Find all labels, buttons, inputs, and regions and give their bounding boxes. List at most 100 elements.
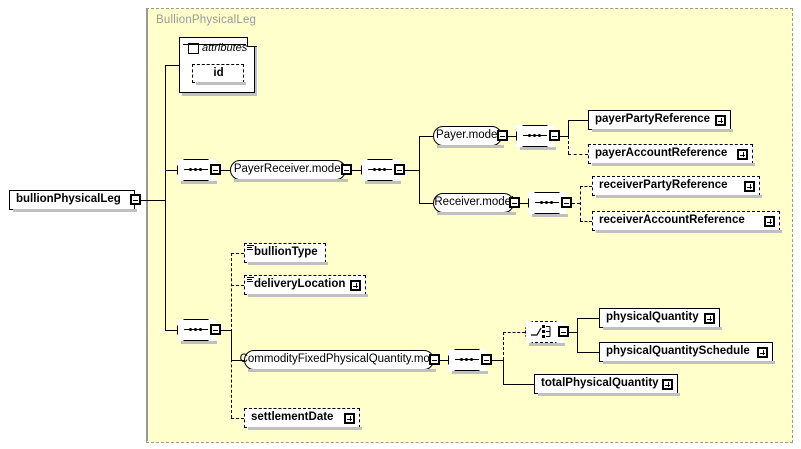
element-payerPartyReference[interactable]: payerPartyReference — [588, 110, 733, 132]
connector-seq-commodity-out — [492, 360, 503, 361]
model-group-label: CommodityFixedPhysicalQuantity.mo... — [239, 353, 440, 366]
attributes-group: attributes id — [179, 37, 255, 93]
compositor-sequence-payer[interactable] — [516, 125, 560, 150]
expand-plus-icon[interactable] — [350, 280, 361, 291]
connector-payer-to-seq — [508, 136, 516, 137]
element-label: receiverPartyReference — [599, 179, 728, 192]
connector-to-physicalQuantitySchedule — [577, 352, 599, 353]
expand-plus-icon[interactable] — [715, 115, 726, 126]
expand-plus-icon[interactable] — [662, 379, 673, 390]
root-collapse-toggle[interactable] — [130, 194, 141, 205]
root-element-bullionPhysicalLeg[interactable]: bullionPhysicalLeg — [9, 190, 141, 212]
connector-to-payerAccountReference — [568, 154, 588, 155]
compositor-shadow — [529, 343, 565, 346]
expand-plus-icon[interactable] — [757, 347, 768, 358]
box-shadow — [248, 294, 368, 297]
connector-receiver-children-split — [580, 186, 581, 221]
connector-to-totalPhysicalQuantity-stub — [503, 360, 504, 384]
connector-to-choice-stub — [503, 332, 504, 360]
sequence-receiver-toggle[interactable] — [561, 197, 572, 208]
model-group-CommodityFixedPhysicalQuantity[interactable]: CommodityFixedPhysicalQuantity.mo... — [240, 350, 440, 372]
element-label: settlementDate — [251, 411, 334, 424]
expand-plus-icon[interactable] — [704, 313, 715, 324]
Payer-model-toggle[interactable] — [497, 130, 508, 141]
connector-choice-children-split — [577, 318, 578, 352]
box-shadow — [592, 129, 733, 132]
connector-payerreceiver-to-seq — [352, 170, 361, 171]
element-physicalQuantitySchedule[interactable]: physicalQuantitySchedule — [599, 342, 775, 364]
attributes-collapse-toggle[interactable] — [183, 42, 247, 54]
box-shadow — [437, 212, 516, 215]
model-group-Receiver[interactable]: Receiver.model — [433, 193, 520, 215]
expand-plus-icon[interactable] — [744, 181, 755, 192]
connector-to-receiverAccountReference — [580, 221, 592, 222]
connector-spine-to-seq-root — [165, 170, 177, 171]
connector-payer-children-split — [568, 120, 569, 137]
compositor-shadow — [452, 371, 488, 374]
connector-to-settlementDate — [231, 418, 244, 419]
Receiver-model-toggle[interactable] — [509, 197, 520, 208]
commodity-model-toggle[interactable] — [429, 354, 440, 365]
compositor-shadow — [520, 147, 556, 150]
element-label: bullionType — [254, 246, 318, 259]
connector-seq-receiver-out — [572, 203, 580, 204]
element-label: payerPartyReference — [595, 113, 711, 126]
compositor-sequence-receiver[interactable] — [528, 192, 572, 217]
connector-to-deliveryLocation — [231, 285, 244, 286]
element-label: receiverAccountReference — [599, 214, 745, 227]
element-deliveryLocation[interactable]: deliveryLocation — [244, 275, 368, 297]
connector-seq-root-to-payerreceiver — [221, 170, 230, 171]
compositor-choice-quantity[interactable] — [525, 321, 569, 346]
compositor-sequence-root-2[interactable] — [177, 319, 221, 344]
complex-type-title: BullionPhysicalLeg — [156, 14, 257, 26]
element-receiverPartyReference[interactable]: receiverPartyReference — [592, 176, 762, 198]
box-shadow — [13, 209, 137, 212]
box-shadow — [248, 369, 436, 372]
expand-plus-icon[interactable] — [737, 149, 748, 160]
attributes-header[interactable]: attributes — [182, 40, 247, 56]
model-group-Payer[interactable]: Payer.model — [433, 126, 508, 148]
box-shadow — [592, 163, 755, 166]
element-physicalQuantity[interactable]: physicalQuantity — [599, 308, 722, 330]
connector-payer-receiver-split — [419, 136, 420, 204]
element-bullionType[interactable]: bullionType — [244, 243, 328, 265]
box-shadow — [596, 230, 782, 233]
element-totalPhysicalQuantity[interactable]: totalPhysicalQuantity — [534, 374, 680, 396]
expand-plus-icon[interactable] — [344, 413, 355, 424]
sequence-commodity-toggle[interactable] — [481, 354, 492, 365]
model-group-label: Receiver.model — [434, 196, 514, 209]
simple-type-icon — [247, 277, 254, 283]
compositor-sequence-payerreceiver[interactable] — [361, 159, 405, 184]
element-label: totalPhysicalQuantity — [541, 377, 659, 390]
model-group-label: PayerReceiver.model — [233, 163, 344, 176]
connector-root-to-spine — [141, 200, 165, 201]
attribute-id[interactable]: id — [192, 64, 246, 85]
attributes-box-shadow-right — [254, 40, 257, 96]
box-shadow — [538, 393, 680, 396]
sequence-root2-toggle[interactable] — [210, 324, 221, 335]
compositor-sequence-root[interactable] — [177, 159, 221, 184]
attributes-label: attributes — [202, 42, 248, 54]
model-group-PayerReceiver[interactable]: PayerReceiver.model — [230, 160, 352, 182]
connector-seq-root2-out — [221, 330, 231, 331]
expand-plus-icon[interactable] — [764, 216, 775, 227]
connector-receiver-to-seq — [520, 203, 528, 204]
choice-toggle[interactable] — [558, 326, 569, 337]
connector-spine-main — [165, 65, 166, 330]
connector-choice-out — [569, 332, 577, 333]
compositor-sequence-commodity[interactable] — [448, 349, 492, 374]
element-payerAccountReference[interactable]: payerAccountReference — [588, 144, 755, 166]
connector-commodity-to-seq — [440, 360, 448, 361]
sequence-payer-toggle[interactable] — [549, 130, 560, 141]
sequence-payerreceiver-toggle[interactable] — [394, 164, 405, 175]
choice-icon — [531, 325, 551, 338]
attributes-corner-notch — [247, 37, 257, 47]
element-label: deliveryLocation — [254, 278, 346, 291]
element-label: physicalQuantitySchedule — [606, 345, 750, 358]
PayerReceiver-toggle[interactable] — [341, 164, 352, 175]
box-shadow — [437, 145, 504, 148]
element-settlementDate[interactable]: settlementDate — [244, 408, 362, 430]
element-receiverAccountReference[interactable]: receiverAccountReference — [592, 211, 782, 233]
sequence-root-toggle[interactable] — [210, 164, 221, 175]
